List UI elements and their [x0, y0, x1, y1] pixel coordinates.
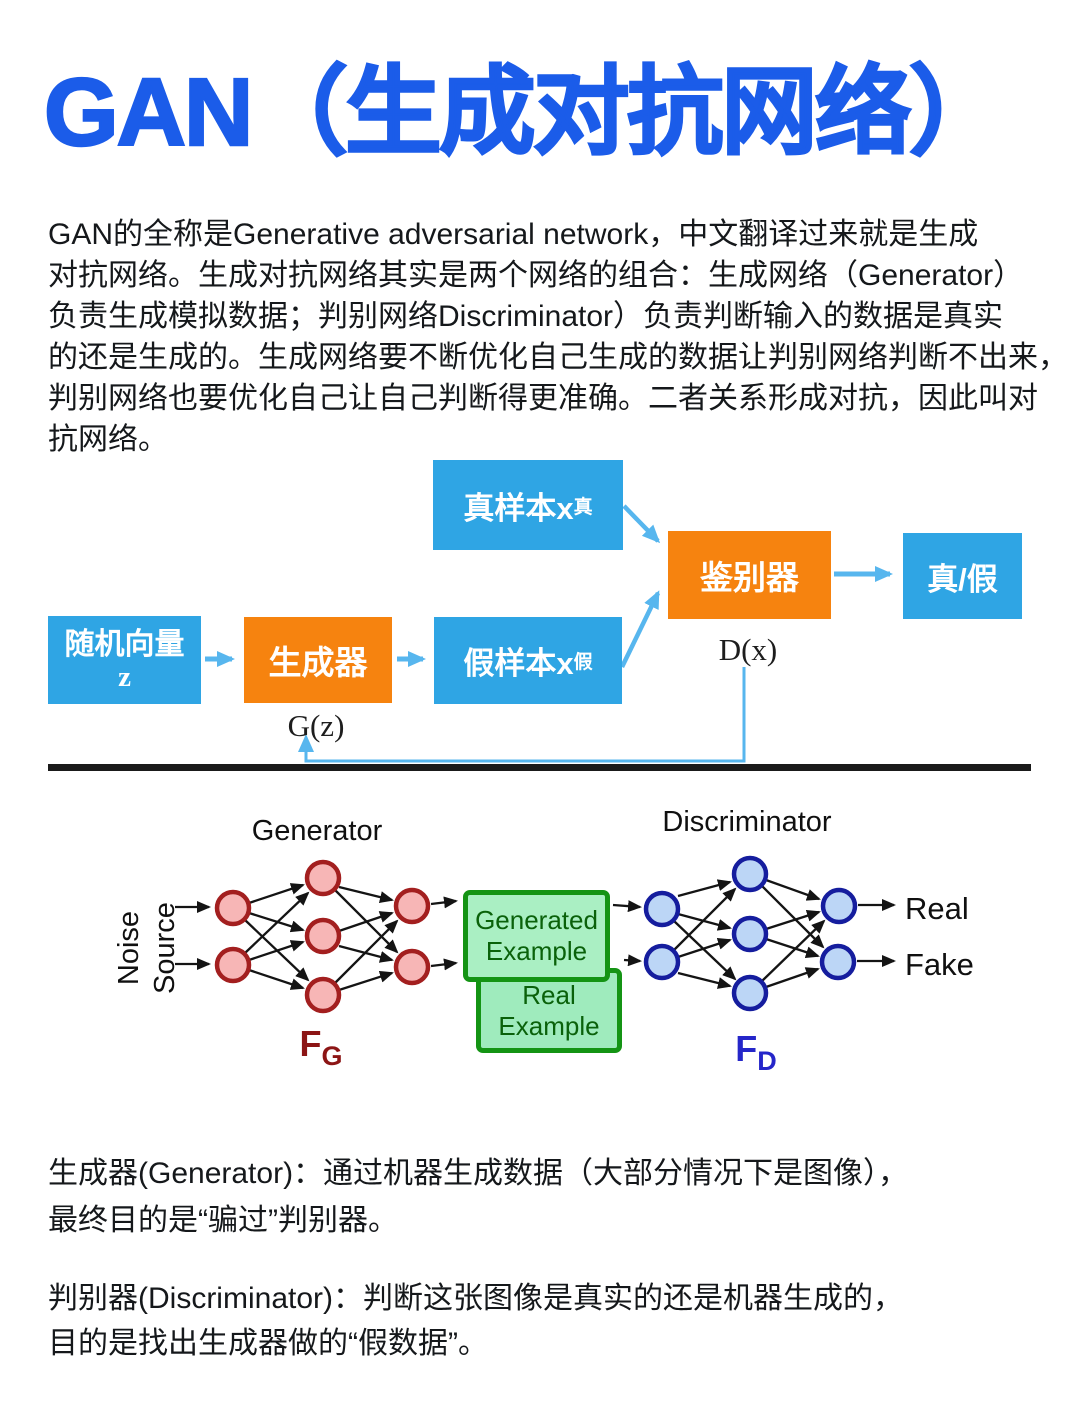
fd-label: FD [716, 1028, 796, 1077]
arrow-fake-to-disc [619, 590, 661, 668]
generator-edges [175, 883, 458, 992]
source-label: Source [149, 902, 181, 994]
text-line: 目的是找出生成器做的“假数据”。 [48, 1327, 488, 1360]
random-vector-box: 随机向量 z [48, 616, 201, 704]
fg-main: F [299, 1023, 322, 1064]
discriminator-nodes [643, 855, 858, 1012]
generator-nodes [214, 859, 431, 1014]
real-sample-subscript: 真 [573, 496, 593, 518]
generated-example-box: Generated Example [463, 890, 610, 982]
generator-box: 生成器 [244, 617, 392, 703]
text-line: 对抗网络。生成对抗网络其实是两个网络的组合：生成网络（Generator） [48, 259, 1024, 292]
result-box: 真/假 [903, 533, 1022, 619]
gen-hidden-node-3 [304, 976, 342, 1014]
fg-sub: G [321, 1041, 343, 1071]
disc-input-node-2 [643, 943, 681, 981]
gen-output-node-1 [393, 887, 431, 925]
nn-diagram: Generated Example Real Example [0, 795, 1080, 1095]
fd-main: F [735, 1028, 758, 1069]
arrow-real-to-disc [622, 504, 661, 544]
text-line: 生成器(Generator)：通过机器生成数据（大部分情况下是图像）， [48, 1157, 909, 1190]
disc-hidden-node-1 [731, 855, 769, 893]
gen-input-node-2 [214, 946, 252, 984]
fake-sample-label: 假样本x [463, 646, 574, 681]
text-line: 判别器(Discriminator)：判断这张图像是真实的还是机器生成的， [48, 1282, 903, 1315]
text-line: 的还是生成的。生成网络要不断优化自己生成的数据让判别网络判断不出来， [48, 341, 1068, 374]
gen-hidden-node-2 [304, 917, 342, 955]
real-sample-label: 真样本x [463, 490, 574, 526]
page-title: GAN（生成对抗网络） [43, 58, 1007, 168]
gen-output-node-2 [393, 948, 431, 986]
generator-paragraph: 生成器(Generator)：通过机器生成数据（大部分情况下是图像）， 最终目的是… [48, 1150, 908, 1244]
text-line: GAN的全称是Generative adversarial network，中文… [48, 218, 979, 251]
generator-title: Generator [251, 815, 383, 847]
real-output-label: Real [905, 891, 969, 926]
disc-output-node-1 [820, 887, 858, 925]
intro-paragraph: GAN的全称是Generative adversarial network，中文… [48, 214, 1068, 460]
disc-hidden-node-3 [731, 974, 769, 1012]
fake-output-label: Fake [905, 947, 974, 982]
text-line: 最终目的是“骗过”判别器。 [48, 1204, 398, 1237]
discriminator-edges [612, 878, 896, 989]
gen-input-node-1 [214, 889, 252, 927]
noise-source-label: Noise Source [111, 888, 183, 1008]
gen-hidden-node-1 [304, 859, 342, 897]
disc-hidden-node-2 [731, 915, 769, 953]
g-of-z-label: G(z) [287, 708, 345, 743]
fake-sample-subscript: 假 [573, 652, 593, 673]
text-line: 负责生成模拟数据；判别网络Discriminator）负责判断输入的数据是真实 [48, 300, 1004, 333]
discriminator-title: Discriminator [662, 806, 832, 838]
text-line: 判别网络也要优化自己让自己判断得更准确。二者关系形成对抗，因此叫对 [48, 382, 1038, 415]
text-line: 抗网络。 [48, 423, 168, 456]
discriminator-paragraph: 判别器(Discriminator)：判断这张图像是真实的还是机器生成的， 目的是… [48, 1276, 903, 1366]
disc-input-node-1 [643, 890, 681, 928]
random-vector-label: 随机向量 [64, 628, 185, 661]
d-of-x-label: D(x) [718, 632, 778, 667]
noise-label: Noise [113, 910, 145, 986]
disc-output-node-2 [819, 943, 857, 981]
real-example-box: Real Example [476, 968, 622, 1053]
fd-sub: D [757, 1046, 777, 1076]
discriminator-box: 鉴别器 [668, 531, 831, 619]
divider-line [48, 764, 1031, 771]
fg-label: FG [281, 1023, 361, 1072]
random-vector-z: z [118, 661, 131, 693]
